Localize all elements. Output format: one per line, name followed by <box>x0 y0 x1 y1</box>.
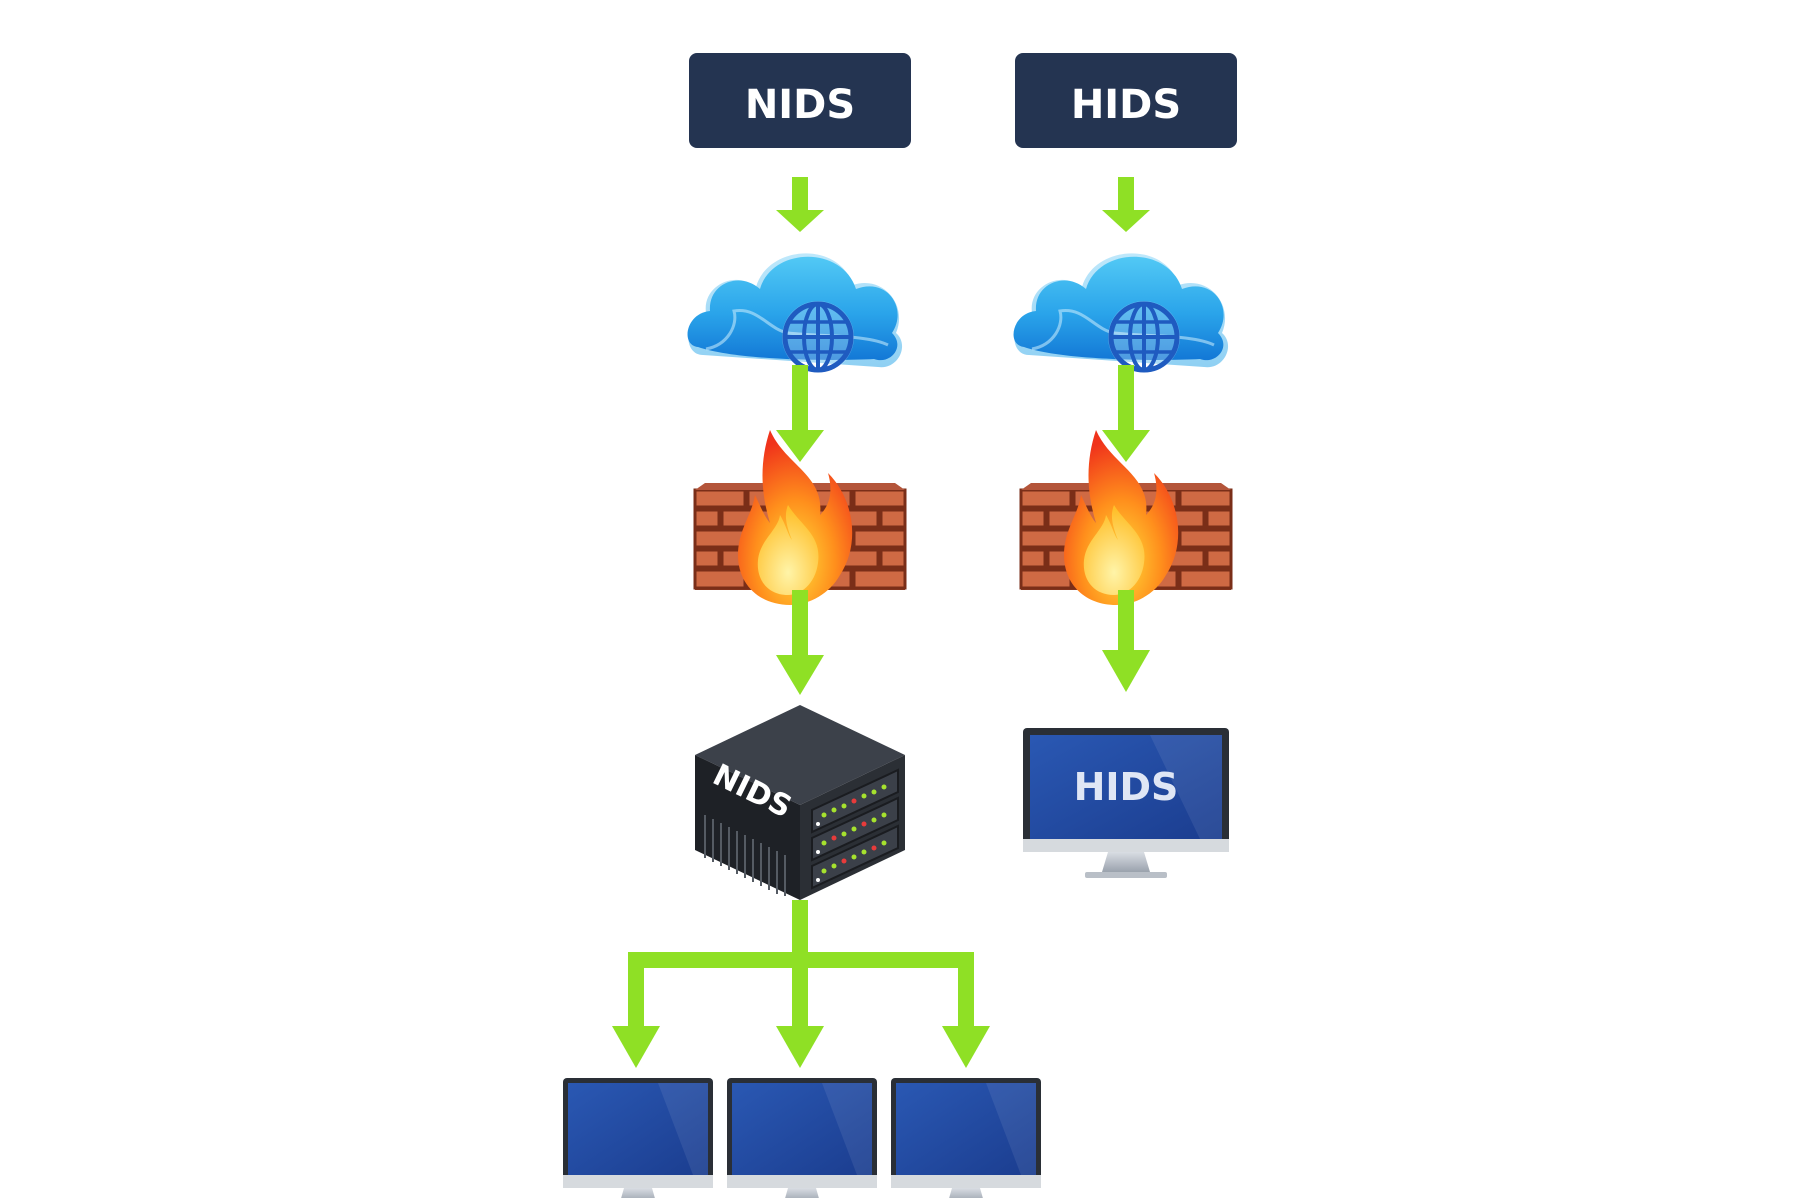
monitor-icon <box>891 1078 1041 1198</box>
nids-header-label: NIDS <box>745 82 855 128</box>
arrow-down-icon <box>1102 590 1150 692</box>
monitor-icon <box>727 1078 877 1198</box>
branch-connector <box>612 900 990 1068</box>
arrow-down-icon <box>1102 365 1150 462</box>
arrow-down-icon <box>776 590 824 695</box>
arrow-down-icon <box>776 177 824 232</box>
nids-header-box <box>689 53 911 148</box>
arrow-down-icon <box>1102 177 1150 232</box>
hids-column: HIDS HIDS <box>1014 53 1237 878</box>
arrow-down-icon <box>776 365 824 462</box>
hids-monitor-label: HIDS <box>1074 765 1179 809</box>
server-icon <box>695 705 905 900</box>
hids-header-box <box>1015 53 1237 148</box>
cloud-globe-icon <box>1014 253 1229 373</box>
monitor-icon <box>563 1078 713 1198</box>
hids-monitor-icon <box>1023 728 1229 878</box>
cloud-globe-icon <box>688 253 903 373</box>
hids-header-label: HIDS <box>1071 82 1181 128</box>
nids-column: NIDS <box>563 53 1041 1198</box>
